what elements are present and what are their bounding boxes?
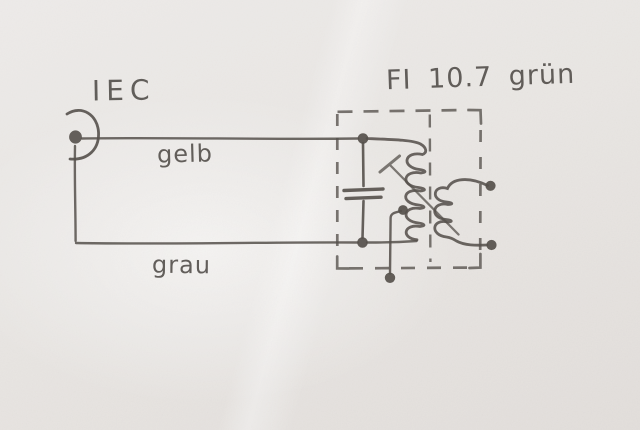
box-top-edge [337,108,469,114]
primary-coil-winding [365,137,428,242]
connector-dot [69,130,82,144]
box-bottom-edge [348,266,469,270]
label-iec-connector: IEC [91,73,156,108]
capacitor-plate-bottom [344,195,383,201]
capacitor-symbol [342,141,385,240]
capacitor-bottom-lead [361,199,365,240]
secondary-coil [433,178,489,247]
connector-arc [65,109,100,161]
connection-dots [357,133,497,283]
primary-coil [365,137,428,242]
core-divider-dashed-line [428,114,432,263]
secondary-terminal-top-dot [485,180,496,191]
node-dot-bottom [357,237,368,248]
capacitor-top-lead [361,141,365,188]
slug-t-bar [378,154,401,174]
node-dot-top [357,133,369,144]
slug-diagonal [388,163,460,236]
left-wire [73,144,77,243]
iec-connector-icon [65,109,100,161]
secondary-terminal-bottom-dot [486,239,497,251]
label-if-filter-107-gruen: FI 10.7 grün [385,58,576,97]
box-bottom-right-corner [468,252,482,270]
capacitor-plate-top [342,187,385,193]
label-grau-wire: grau [151,250,212,280]
label-gelb-wire: gelb [156,139,214,169]
bottom-wire-extension [365,239,418,244]
box-top-right-corner [467,108,483,125]
if-can-dashed-outline [335,108,483,270]
bottom-wire-grau [74,241,360,245]
tuning-slug-arrow-icon [378,154,460,236]
top-wire-gelb [80,136,360,141]
wires [73,136,418,245]
tap-terminal-dot [384,272,396,283]
secondary-coil-winding [433,178,489,247]
tap-node-dot [398,205,408,215]
box-bottom-left-corner [335,255,350,270]
